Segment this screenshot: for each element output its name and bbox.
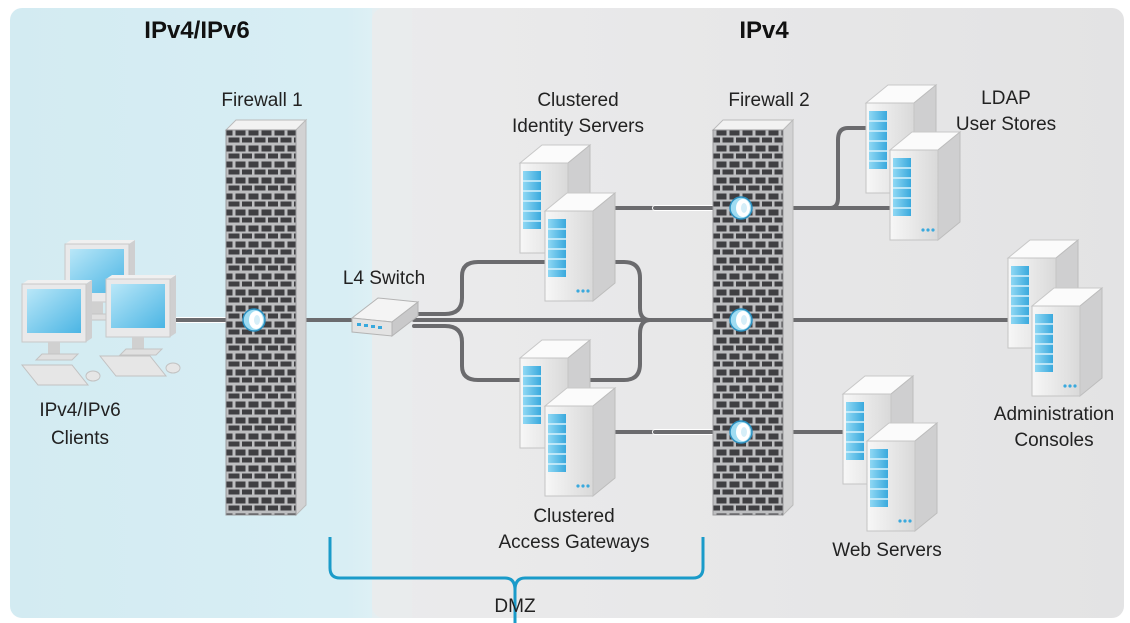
access-gateways-label-line2: Access Gateways	[499, 532, 650, 553]
firewall-2-label: Firewall 2	[728, 90, 809, 111]
client-computer-icon	[20, 239, 181, 386]
ldap-label-line1: LDAP	[981, 88, 1031, 109]
firewall-1-icon	[224, 118, 308, 517]
zone-right-title: IPv4	[739, 17, 789, 44]
admin-label-line2: Consoles	[1014, 430, 1093, 451]
zone-left-title: IPv4/IPv6	[144, 17, 249, 44]
cables	[172, 126, 1012, 435]
switch-label: L4 Switch	[343, 268, 425, 289]
firewall-2-icon	[711, 118, 795, 517]
firewall-1-label: Firewall 1	[221, 90, 302, 111]
admin-label-line1: Administration	[994, 404, 1114, 425]
web-servers-label: Web Servers	[832, 540, 941, 561]
ldap-label-line2: User Stores	[956, 114, 1056, 135]
dmz-bracket	[328, 537, 705, 623]
access-gateways-label-line1: Clustered	[533, 506, 614, 527]
dmz-label: DMZ	[494, 596, 536, 617]
clients-label-line2: Clients	[51, 428, 109, 449]
identity-servers-label-line2: Identity Servers	[512, 116, 644, 137]
clients-label-line1: IPv4/IPv6	[39, 400, 120, 421]
identity-servers-label-line1: Clustered	[537, 90, 618, 111]
l4-switch-icon	[350, 297, 420, 338]
